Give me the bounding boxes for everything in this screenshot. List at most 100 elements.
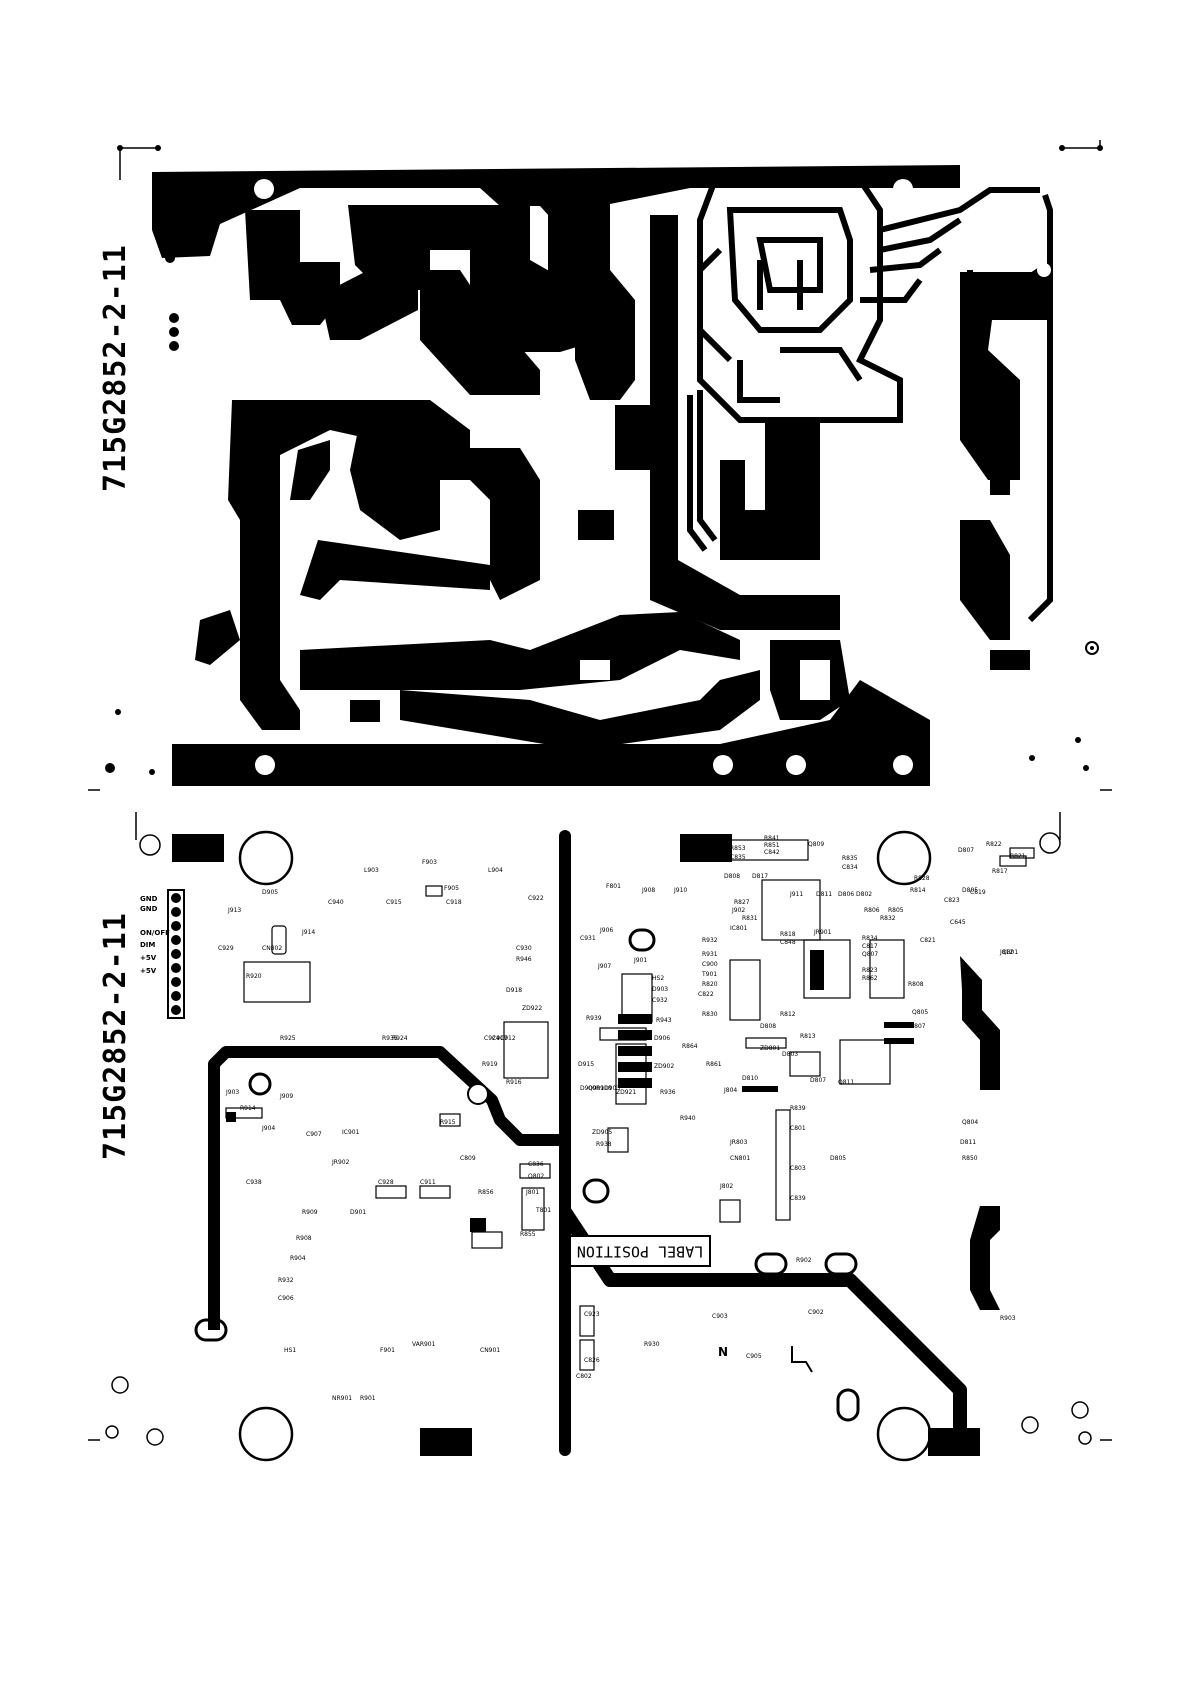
- ref-label: D810: [742, 1075, 758, 1082]
- ref-label: JR901: [813, 929, 832, 936]
- ref-label: D918: [506, 987, 522, 994]
- ref-label: C906: [278, 1295, 294, 1302]
- ref-label: R861: [706, 1061, 722, 1068]
- ref-label: C905: [746, 1353, 762, 1360]
- ref-label: ZD905: [592, 1129, 612, 1136]
- ref-label: J911: [789, 891, 803, 898]
- ref-label: C915: [386, 899, 402, 906]
- ref-label: C938: [246, 1179, 262, 1186]
- ref-label: R920: [246, 973, 262, 980]
- ref-label: C819: [970, 889, 986, 896]
- ref-label: D802: [856, 891, 872, 898]
- connector-cn802: [167, 889, 185, 1019]
- ref-label: J914: [301, 929, 315, 936]
- ref-label: T801: [535, 1207, 551, 1214]
- ref-label: T901: [701, 971, 717, 978]
- ref-label: Q801: [1002, 949, 1018, 956]
- ref-label: R932: [278, 1277, 294, 1284]
- ref-label: J910: [673, 887, 687, 894]
- ref-label: C802: [576, 1373, 592, 1380]
- ref-label: R938: [596, 1141, 612, 1148]
- ref-label: J812: [999, 949, 1013, 956]
- ref-label: D808: [724, 873, 740, 880]
- ref-label: D903: [604, 1085, 620, 1092]
- ref-label: C931: [580, 935, 596, 942]
- component-outlines: [225, 839, 1035, 1371]
- ref-label: D811: [960, 1139, 976, 1146]
- ref-label: ZD922: [522, 1005, 542, 1012]
- ref-label: C930: [516, 945, 532, 952]
- ref-label: Q804: [962, 1119, 978, 1126]
- ref-label: R822: [986, 841, 1002, 848]
- ref-label: J909: [279, 1093, 293, 1100]
- ref-label: HS1: [284, 1347, 296, 1354]
- ref-label: R919: [482, 1061, 498, 1068]
- ref-label: R841: [764, 835, 780, 842]
- ref-label: R916: [506, 1079, 522, 1086]
- ref-label: CN801: [730, 1155, 750, 1162]
- ref-label: D807: [810, 1077, 826, 1084]
- ref-label: J804: [723, 1087, 737, 1094]
- pin-label: GND: [140, 895, 158, 903]
- ref-label: D806: [838, 891, 854, 898]
- ref-label: R856: [478, 1189, 494, 1196]
- ref-label: R932: [702, 937, 718, 944]
- ref-label: R817: [992, 868, 1008, 875]
- ref-label: R851: [764, 842, 780, 849]
- ref-label: D900: [580, 1085, 596, 1092]
- ref-label: R827: [734, 899, 750, 906]
- pin-label: ON/OFF: [140, 929, 170, 937]
- ref-label: D808: [760, 1023, 776, 1030]
- ref-label: R828: [914, 875, 930, 882]
- ref-label: R850: [962, 1155, 978, 1162]
- ref-label: R807: [910, 1023, 926, 1030]
- ref-label: C940: [328, 899, 344, 906]
- copper-layer: [88, 140, 1112, 791]
- mounting-holes-top: [254, 179, 1051, 775]
- ref-label: J913: [227, 907, 241, 914]
- ref-label: C645: [950, 919, 966, 926]
- ref-label: R908: [296, 1235, 312, 1242]
- ref-label: HS2: [652, 975, 664, 982]
- ref-label: R904: [290, 1255, 306, 1262]
- ref-label: C803: [790, 1165, 806, 1172]
- ref-label: R813: [800, 1033, 816, 1040]
- ref-label: R909: [302, 1209, 318, 1216]
- ref-label: F801: [606, 883, 621, 890]
- ref-label: JR902: [331, 1159, 350, 1166]
- ref-label: L903: [364, 867, 379, 874]
- ref-label: C929: [218, 945, 234, 952]
- ref-label: R910: [596, 1085, 612, 1092]
- ref-label: C922: [528, 895, 544, 902]
- ref-label: CN901: [480, 1347, 500, 1354]
- ref-label: R834: [862, 935, 878, 942]
- ref-label: F905: [444, 885, 459, 892]
- ref-label: R931: [702, 951, 718, 958]
- ref-label: R806: [864, 907, 880, 914]
- ref-label: C839: [790, 1195, 806, 1202]
- ref-label: D906: [654, 1035, 670, 1042]
- ref-label: C928: [378, 1179, 394, 1186]
- ref-label: J903: [225, 1089, 239, 1096]
- ref-label: D811: [816, 891, 832, 898]
- ref-label: C822: [698, 991, 714, 998]
- ref-label: J906: [599, 927, 613, 934]
- ref-label: R902: [796, 1257, 812, 1264]
- board-code-top: 715G2852-2-11: [98, 244, 133, 492]
- ref-label: L904: [488, 867, 503, 874]
- ref-label: IC901: [342, 1129, 360, 1136]
- ref-label: R853: [730, 845, 746, 852]
- label-position-box: LABEL POSITION: [569, 1235, 711, 1267]
- ref-label: C801: [790, 1125, 806, 1132]
- ref-label: C817: [862, 943, 878, 950]
- ref-label: C821: [920, 937, 936, 944]
- ref-label: C902: [808, 1309, 824, 1316]
- ref-label: R864: [682, 1043, 698, 1050]
- ref-label: C809: [460, 1155, 476, 1162]
- ref-label: R832: [880, 915, 896, 922]
- ref-label: ZD801: [760, 1045, 780, 1052]
- ref-label: C903: [712, 1313, 728, 1320]
- board-code-bottom: 715G2852-2-11: [98, 912, 133, 1160]
- ref-label: R903: [1000, 1315, 1016, 1322]
- ref-label: C932: [652, 997, 668, 1004]
